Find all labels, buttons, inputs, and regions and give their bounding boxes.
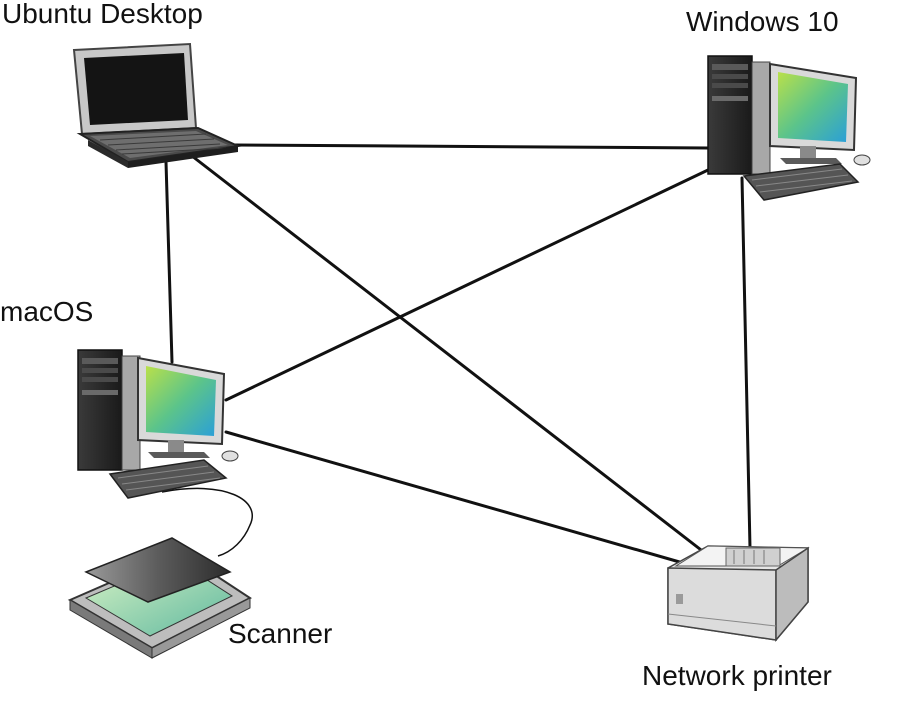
label-scanner: Scanner [228, 618, 333, 649]
link-macos-printer [224, 430, 692, 567]
label-macos: macOS [0, 296, 94, 327]
laptop-icon [72, 42, 242, 168]
desktop-computer-icon [707, 55, 871, 201]
link-macos-scanner-cable [161, 487, 253, 557]
label-windows-10: Windows 10 [686, 6, 839, 37]
label-ubuntu-desktop: Ubuntu Desktop [2, 0, 203, 29]
connection-lines [164, 143, 752, 567]
link-windows-macos [224, 168, 710, 402]
link-windows-printer [740, 176, 752, 550]
desktop-computer-icon [77, 349, 239, 499]
link-ubuntu-windows [233, 143, 710, 150]
flatbed-scanner-icon [67, 537, 252, 659]
label-network-printer: Network printer [642, 660, 832, 691]
link-ubuntu-printer [190, 154, 707, 555]
link-ubuntu-macos [164, 160, 174, 364]
printer-icon [667, 545, 810, 643]
